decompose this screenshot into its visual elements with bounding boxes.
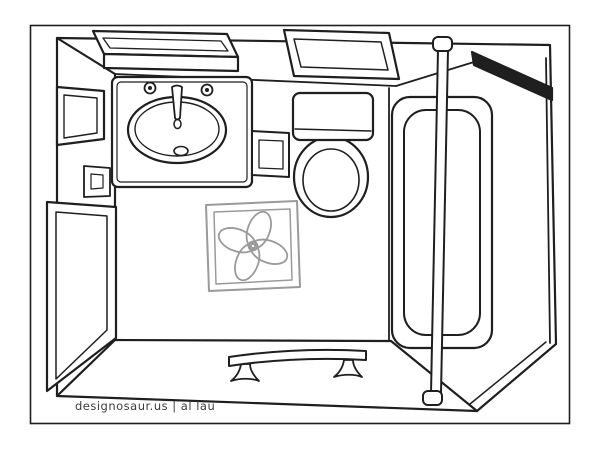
mirror-glass xyxy=(63,94,98,139)
toilet-tank xyxy=(291,91,375,142)
picture-frame-border xyxy=(29,24,571,425)
towel-bar-foot-left xyxy=(230,363,260,382)
switch-plate xyxy=(83,165,111,198)
fan-hub xyxy=(247,240,259,252)
sink-drain xyxy=(173,145,189,157)
vent-inner-square xyxy=(213,208,293,285)
vent-outer-square xyxy=(205,200,301,292)
corner-bottom-right-inner xyxy=(469,341,547,405)
toilet-seat xyxy=(302,148,360,212)
mirror xyxy=(55,85,106,147)
light-switch xyxy=(83,165,111,198)
faucet-handle-left-dot xyxy=(148,86,152,90)
toilet-tank-lid-line xyxy=(294,128,372,132)
wall-cabinet xyxy=(91,29,240,73)
towel-bar-rail xyxy=(228,348,367,367)
fan-blades xyxy=(217,210,289,282)
door-inner xyxy=(55,211,108,380)
mirror-frame xyxy=(55,85,106,147)
toilet-paper-holder xyxy=(251,130,290,178)
grab-bar-flange-top xyxy=(432,36,453,52)
door-panel xyxy=(45,200,118,393)
grab-bar-flange-bottom xyxy=(422,390,443,406)
fan-petal xyxy=(245,210,272,250)
ink-layer xyxy=(45,28,558,413)
tp-holder-inner xyxy=(258,139,284,170)
medicine-cabinet-inner xyxy=(293,38,389,71)
towel-bar-foot-right xyxy=(333,359,363,378)
door-outer xyxy=(45,200,118,393)
faucet-handle-right-dot xyxy=(205,88,209,92)
wall-inner-right xyxy=(545,57,551,344)
tp-holder-outer xyxy=(251,130,290,178)
vanity-counter-inner xyxy=(116,81,248,183)
toilet xyxy=(291,91,375,219)
faucet-tip xyxy=(173,118,182,130)
cabinet-front-face xyxy=(102,52,240,73)
medicine-cabinet xyxy=(282,28,401,81)
credit-text: designosaur.us | al lau xyxy=(75,399,215,413)
fan-petal xyxy=(217,227,257,254)
faucet-spout xyxy=(171,84,183,121)
fan-petal xyxy=(234,242,261,282)
towel-bar xyxy=(228,348,367,382)
wall-corner-thick xyxy=(470,50,554,102)
fan-petal xyxy=(249,238,289,265)
wall-inner-top-right xyxy=(395,61,475,87)
cabinet-top-face xyxy=(91,29,240,59)
floor-bottom-edge xyxy=(113,338,393,343)
sink-vanity xyxy=(110,75,254,189)
medicine-cabinet-outer xyxy=(282,28,401,81)
corner-bottom-left xyxy=(55,338,117,398)
cabinet-top-inner xyxy=(102,37,229,52)
switch-toggle xyxy=(90,173,104,190)
grab-bar xyxy=(422,36,453,406)
floor-fan-vent xyxy=(205,200,301,292)
